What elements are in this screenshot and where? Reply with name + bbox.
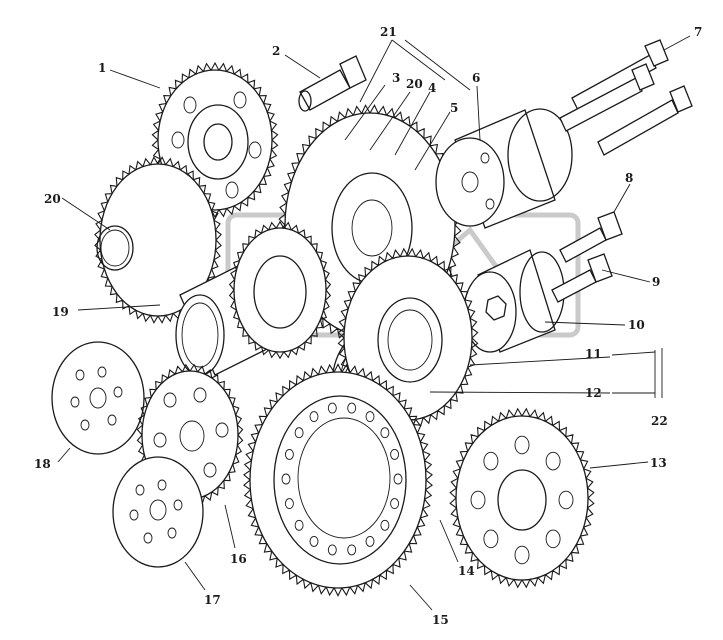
callout-21: 21 [380,25,397,39]
callout-20-top: 20 [406,77,423,91]
callout-5: 5 [450,101,458,115]
bolt-7c [597,85,693,156]
gear-hole [365,535,375,547]
hub-6 [435,108,573,229]
callout-4: 4 [428,81,436,95]
callout-10: 10 [628,318,645,332]
gear-hole [390,498,400,510]
gear-hole [327,402,337,414]
callout-11: 11 [585,347,602,361]
callout-14: 14 [458,564,475,578]
callout-19: 19 [52,305,69,319]
gear-hole [284,498,294,510]
bolt-7b [559,63,655,132]
callout-1: 1 [98,61,106,75]
callout-20-left: 20 [44,192,61,206]
gear-hole [327,544,337,556]
gear-hole [309,411,319,423]
gear-hole [284,448,294,460]
gear-hole [365,411,375,423]
callout-9: 9 [652,275,660,289]
gear-hole [390,448,400,460]
callout-12: 12 [585,386,602,400]
callout-16: 16 [230,552,247,566]
gear-hole [470,490,486,510]
callout-18: 18 [34,457,51,471]
gear-hole [281,473,291,485]
gear-hole [347,402,357,414]
plate-18 [51,341,145,455]
bolt-9 [551,253,613,303]
hub-10 [463,249,565,353]
gear-15 [242,363,434,597]
gear-15-holes [281,402,403,556]
gear-hole [380,427,390,439]
callout-13: 13 [650,456,667,470]
callout-3: 3 [392,71,400,85]
bolt-8 [559,211,623,263]
callout-2: 2 [272,44,280,58]
callouts: 1 2 21 3 20 4 5 6 7 8 9 10 11 12 22 13 1… [34,25,702,627]
callout-6: 6 [472,71,480,85]
gear-hole [309,535,319,547]
gear-hole [347,544,357,556]
gear-center-left [228,220,332,360]
callout-17: 17 [204,593,221,607]
gear-hole [483,529,499,549]
gear-hole [558,490,574,510]
plate-17 [112,456,204,568]
callout-7: 7 [694,25,702,39]
gear-hole [514,435,530,455]
gear-hole [545,529,561,549]
gear-hole [545,451,561,471]
callout-15: 15 [432,613,449,627]
bolt-2 [298,55,367,112]
gear-hole [294,519,304,531]
callout-8: 8 [625,171,633,185]
gear-hole [483,451,499,471]
gear-13 [449,407,595,589]
gear-hole [294,427,304,439]
gear-hole [514,545,530,565]
callout-22: 22 [651,414,668,428]
leader-lines [57,35,691,611]
gear-hole [393,473,403,485]
gear-hole [380,519,390,531]
gear-13-holes [470,435,574,565]
